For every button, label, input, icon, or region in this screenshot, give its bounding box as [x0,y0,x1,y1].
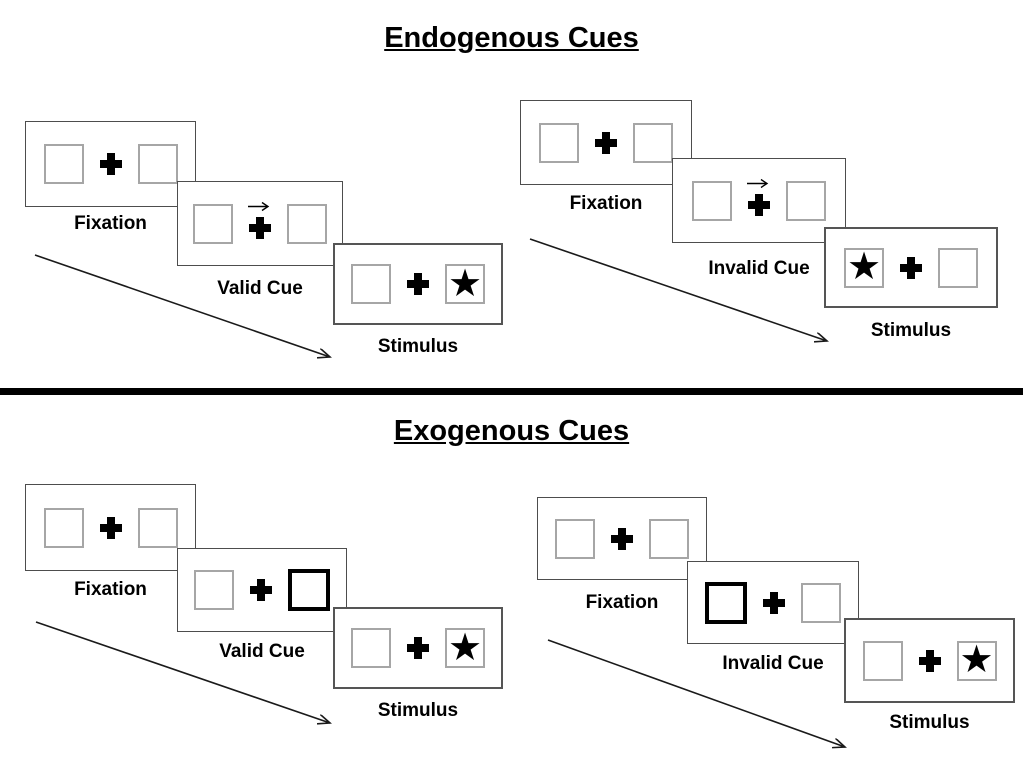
placeholder-box [862,640,903,681]
placeholder-box [43,144,84,184]
placeholder-box [43,507,84,548]
fixation-panel [520,100,692,185]
stimulus-panel: ★ [824,227,998,308]
timeline-arrow-icon [529,238,827,341]
fixation-cross-icon [595,131,617,154]
fixation-cross-icon [763,591,785,614]
fixation-label: Fixation [585,592,659,613]
fixation-cross-icon [918,649,941,672]
target-box: ★ [956,637,997,681]
endogenous-section-title: Endogenous Cues [384,22,639,54]
placeholder-box [137,507,178,548]
star-icon: ★ [447,260,483,305]
invalid-cue-panel [672,158,846,243]
stimulus-label: Stimulus [889,712,970,733]
fixation-cross-icon [407,273,429,295]
cue-right-arrow-icon [248,201,270,211]
target-box: ★ [445,264,485,304]
fixation-cross-icon [99,516,122,539]
fixation-panel [25,121,196,207]
placeholder-box [801,582,841,623]
placeholder-box [555,518,595,559]
valid-cue-panel [177,181,343,266]
stimulus-label: Stimulus [377,336,459,357]
cue-label: Invalid Cue [722,653,824,674]
star-icon: ★ [959,637,994,681]
cue-label: Valid Cue [217,278,303,299]
timeline-arrow-icon [34,254,330,357]
placeholder-box [351,628,391,668]
stimulus-panel: ★ [333,243,503,325]
fixation-label: Fixation [74,213,147,234]
placeholder-box [137,144,178,184]
cue-label: Invalid Cue [708,258,810,279]
stimulus-panel: ★ [333,607,503,689]
placeholder-box [649,518,689,559]
stimulus-label: Stimulus [870,320,952,341]
target-box: ★ [844,244,884,288]
timeline-arrow-icon [35,621,330,723]
fixation-panel [25,484,196,571]
placeholder-box [786,180,826,221]
fixation-cross-icon [250,579,272,601]
fixation-panel [537,497,707,580]
fixation-cross-icon [248,201,271,239]
placeholder-box [193,203,233,244]
fixation-cross-icon [747,178,770,216]
cue-highlight-box [288,569,330,611]
fixation-cross-icon [99,153,122,175]
fixation-label: Fixation [569,193,643,214]
placeholder-box [194,570,234,610]
stimulus-panel: ★ [844,618,1015,703]
fixation-cross-icon [611,527,633,550]
star-icon: ★ [846,244,882,288]
section-divider [0,388,1023,395]
target-box: ★ [445,628,485,668]
exogenous-section-title: Exogenous Cues [393,415,630,447]
placeholder-box [539,122,579,163]
valid-cue-panel [177,548,347,632]
fixation-label: Fixation [74,579,147,600]
placeholder-box [692,180,732,221]
cue-highlight-box [705,581,747,624]
placeholder-box [287,203,327,244]
star-icon: ★ [447,624,483,669]
fixation-cross-icon [900,256,922,279]
cue-right-arrow-icon [747,178,769,188]
invalid-cue-panel [687,561,859,644]
fixation-cross-icon [407,637,429,659]
placeholder-box [633,122,673,163]
stimulus-label: Stimulus [377,700,459,721]
placeholder-box [351,264,391,304]
cue-label: Valid Cue [219,641,305,662]
placeholder-box [938,247,978,288]
